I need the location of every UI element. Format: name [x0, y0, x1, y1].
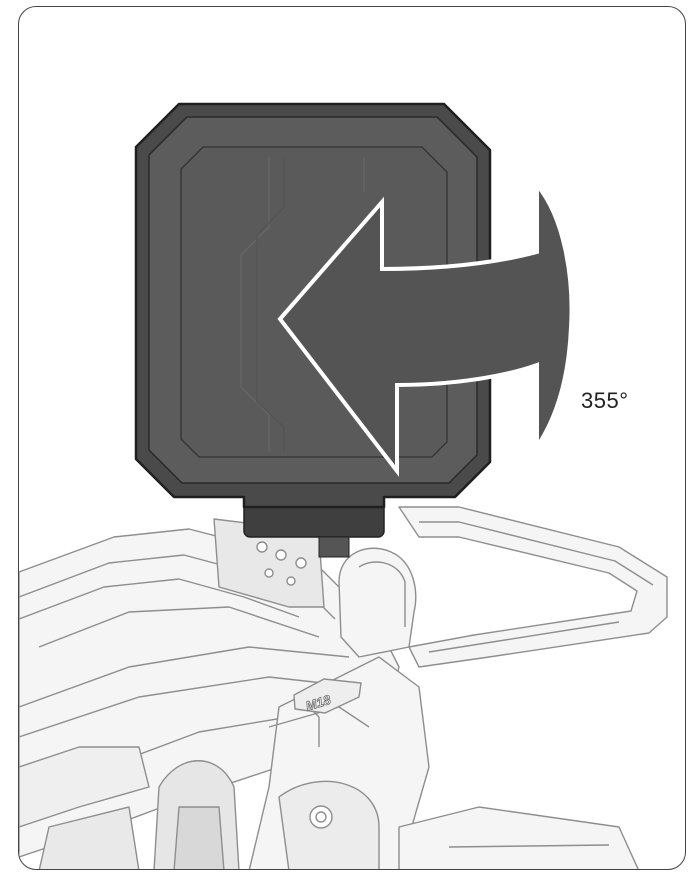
laser-head-rotation-illustration: M18 — [19, 102, 668, 869]
illustration-frame: M18 355° — [18, 6, 686, 870]
rotation-arrow — [277, 179, 574, 477]
rotation-angle-label: 355° — [581, 388, 629, 413]
tool-base — [19, 506, 668, 869]
